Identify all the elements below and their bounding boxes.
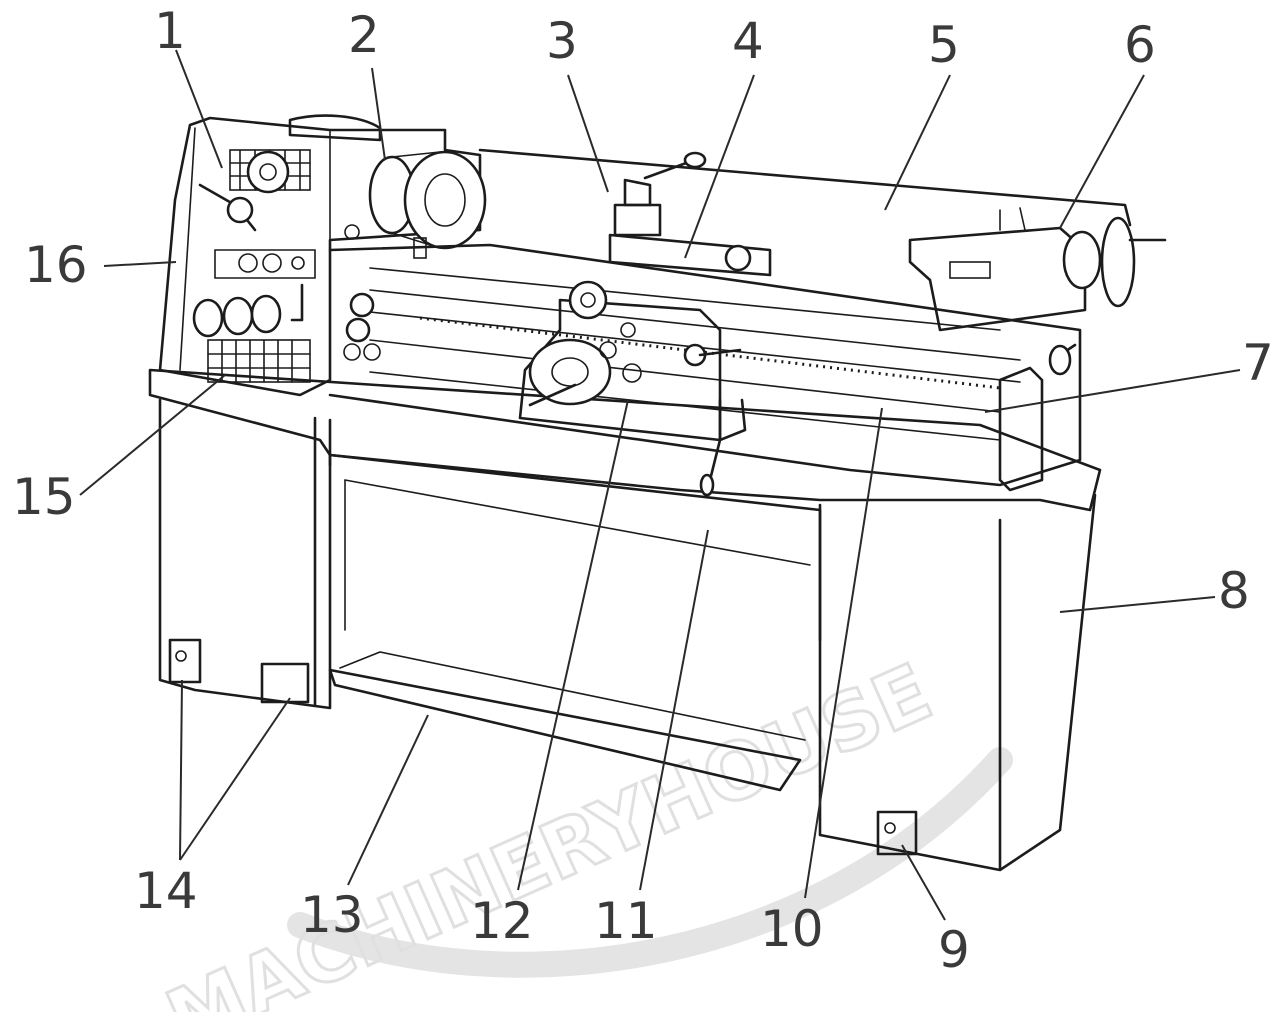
leader-6 <box>1059 74 1145 229</box>
carriage <box>518 151 772 497</box>
leader-lines <box>79 49 1241 921</box>
callout-16: 16 <box>24 236 88 294</box>
callout-3: 3 <box>546 12 578 70</box>
leader-8 <box>1059 596 1216 613</box>
leader-13 <box>347 714 429 886</box>
callout-10: 10 <box>760 900 824 958</box>
leader-5 <box>884 74 951 211</box>
leader-1 <box>175 49 223 169</box>
leader-14b <box>179 697 291 861</box>
callout-11: 11 <box>594 892 658 950</box>
callout-4: 4 <box>732 12 764 70</box>
leader-15 <box>79 374 226 496</box>
switch-box-left <box>168 638 202 684</box>
leader-3 <box>567 74 609 193</box>
leader-14a <box>179 679 183 861</box>
callout-13: 13 <box>300 886 364 944</box>
leader-12 <box>517 399 629 891</box>
leader-10 <box>804 407 883 899</box>
callout-2: 2 <box>348 6 380 64</box>
callout-7: 7 <box>1242 334 1274 392</box>
leader-2 <box>371 67 386 161</box>
headstock <box>158 114 482 397</box>
leader-16 <box>103 261 177 267</box>
leader-9 <box>901 844 946 921</box>
callout-6: 6 <box>1124 16 1156 74</box>
callout-15: 15 <box>12 468 76 526</box>
chuck <box>344 150 487 259</box>
leader-11 <box>639 529 709 891</box>
lathe-stand <box>148 368 1102 872</box>
tailstock <box>478 148 1167 492</box>
callout-12: 12 <box>470 892 534 950</box>
lathe-bed <box>328 243 1082 487</box>
callout-1: 1 <box>154 2 186 60</box>
leader-4 <box>684 74 755 259</box>
leader-7 <box>984 369 1241 413</box>
callout-14: 14 <box>134 862 198 920</box>
switch-box-right <box>260 662 310 704</box>
callout-8: 8 <box>1218 562 1250 620</box>
callout-5: 5 <box>928 16 960 74</box>
callout-9: 9 <box>938 921 970 979</box>
foot-switch-box <box>876 810 918 856</box>
